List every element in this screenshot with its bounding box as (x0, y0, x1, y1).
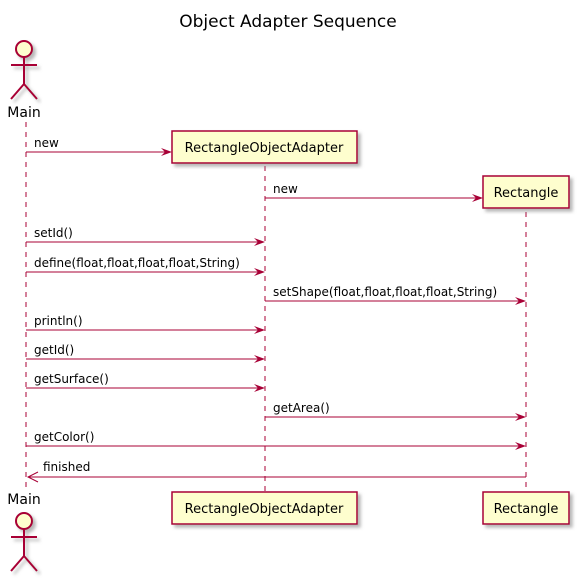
message-label: getArea() (273, 401, 330, 415)
actor-head (15, 512, 33, 530)
actor-head (15, 40, 33, 58)
message-10: getColor() (26, 430, 526, 450)
message-label: finished (43, 460, 90, 474)
message-3: setId() (26, 226, 265, 246)
message-label: new (273, 182, 298, 196)
message-label: setId() (34, 226, 73, 240)
message-8: getSurface() (26, 372, 265, 392)
participant-adapter-top: RectangleObjectAdapter (171, 130, 358, 164)
message-label: new (34, 136, 59, 150)
participant-adapter-top-label: RectangleObjectAdapter (185, 141, 344, 156)
message-6: println() (26, 314, 265, 334)
message-label: getSurface() (34, 372, 109, 386)
actor-main-bottom-label: Main (7, 492, 40, 508)
message-label: getId() (34, 343, 74, 357)
message-1: new (26, 136, 172, 156)
participant-adapter-bottom: RectangleObjectAdapter (171, 491, 358, 525)
message-label: define(float,float,float,float,String) (34, 256, 240, 270)
message-11: finished (26, 460, 526, 483)
message-7: getId() (26, 343, 265, 363)
message-label: setShape(float,float,float,float,String) (273, 285, 497, 299)
actor-main-top: Main (7, 40, 41, 121)
message-2: new (265, 182, 483, 202)
lifelines (25, 122, 527, 492)
message-label: println() (34, 314, 83, 328)
participant-rect-bottom: Rectangle (482, 491, 570, 525)
actor-main-top-label: Main (7, 105, 40, 121)
participant-adapter-bottom-label: RectangleObjectAdapter (185, 502, 344, 517)
participant-rect-top-label: Rectangle (494, 186, 559, 201)
message-5: setShape(float,float,float,float,String) (265, 285, 526, 305)
diagram-title: Object Adapter Sequence (179, 12, 396, 32)
message-label: getColor() (34, 430, 94, 444)
message-4: define(float,float,float,float,String) (26, 256, 265, 276)
participant-rect-bottom-label: Rectangle (494, 502, 559, 517)
message-9: getArea() (265, 401, 526, 421)
actor-main-bottom: Main (7, 492, 41, 572)
participant-rect-top: Rectangle (482, 175, 570, 209)
